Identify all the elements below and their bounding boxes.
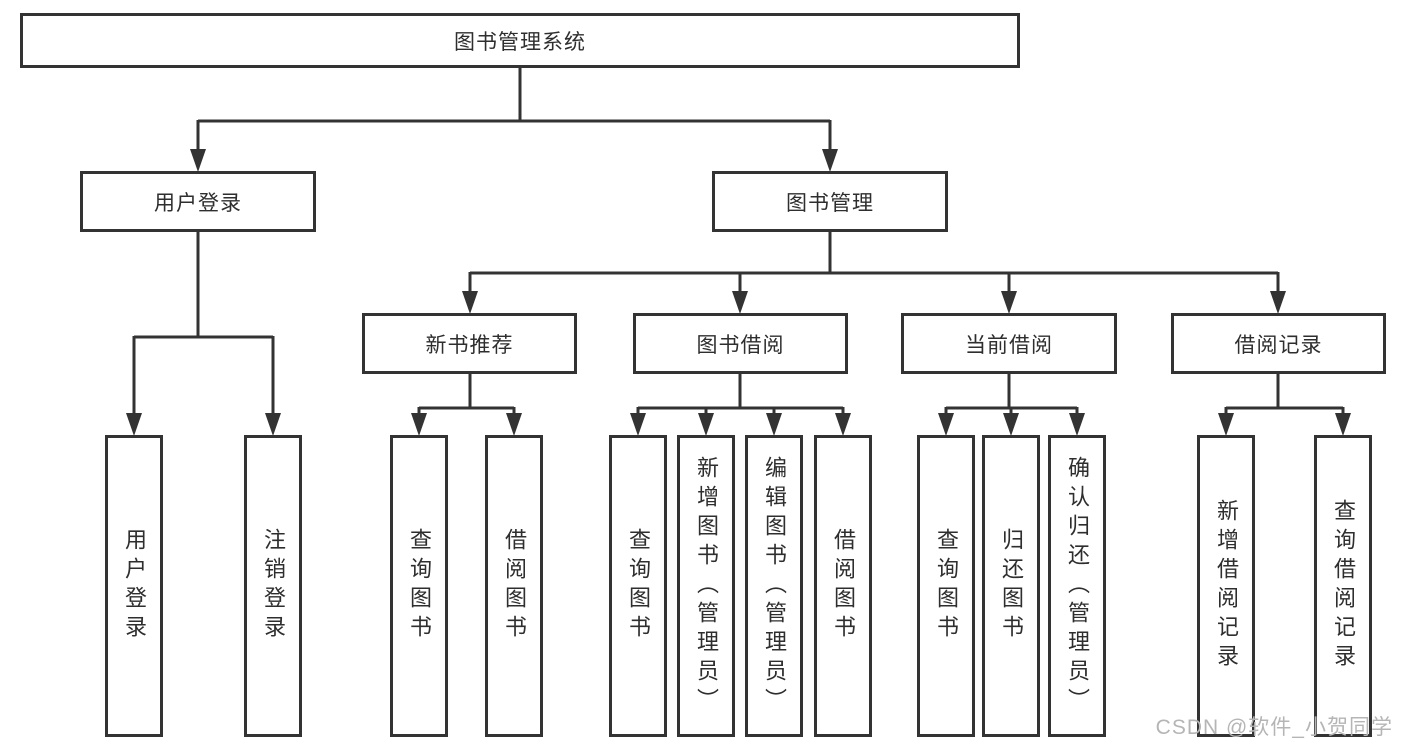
- leaf-query-books-3: 查询图书: [917, 435, 975, 737]
- node-library-management-system: 图书管理系统: [20, 13, 1020, 68]
- connector-current-borrowing: [944, 374, 1079, 418]
- leaf-label: 归还图书: [999, 528, 1024, 644]
- connector-root: [196, 68, 832, 152]
- arrowheads: [126, 149, 1351, 436]
- node-current-borrowing: 当前借阅: [901, 313, 1117, 374]
- leaf-return-books: 归还图书: [982, 435, 1040, 737]
- leaf-edit-books-admin: 编辑图书（管理员）: [745, 435, 803, 737]
- leaf-user-login: 用户登录: [105, 435, 163, 737]
- leaf-borrow-books-1: 借阅图书: [485, 435, 543, 737]
- leaf-label: 编辑图书（管理员）: [762, 455, 787, 717]
- leaf-label: 新增图书（管理员）: [694, 455, 719, 717]
- connector-book-borrowing: [636, 374, 845, 418]
- node-book-management: 图书管理: [712, 171, 948, 232]
- connector-user-login: [132, 232, 275, 418]
- leaf-label: 查询图书: [626, 528, 651, 644]
- leaf-label: 借阅图书: [502, 528, 527, 644]
- leaf-add-books-admin: 新增图书（管理员）: [677, 435, 735, 737]
- leaf-query-books-1: 查询图书: [390, 435, 448, 737]
- connector-borrowing-records: [1224, 374, 1345, 418]
- node-new-book-recommend: 新书推荐: [362, 313, 577, 374]
- leaf-query-books-2: 查询图书: [609, 435, 667, 737]
- leaf-label: 借阅图书: [831, 528, 856, 644]
- leaf-label: 确认归还（管理员）: [1065, 455, 1090, 717]
- leaf-label: 查询图书: [407, 528, 432, 644]
- leaf-label: 查询借阅记录: [1331, 499, 1356, 673]
- node-book-borrowing: 图书借阅: [633, 313, 848, 374]
- leaf-borrow-books-2: 借阅图书: [814, 435, 872, 737]
- connector-new-book-recommend: [417, 374, 516, 418]
- leaf-label: 用户登录: [122, 528, 147, 644]
- leaf-query-borrow-record: 查询借阅记录: [1314, 435, 1372, 737]
- leaf-label: 新增借阅记录: [1214, 499, 1239, 673]
- csdn-watermark: CSDN @软件_小贺同学: [1155, 716, 1393, 739]
- leaf-logout: 注销登录: [244, 435, 302, 737]
- leaf-confirm-return-admin: 确认归还（管理员）: [1048, 435, 1106, 737]
- leaf-label: 查询图书: [934, 528, 959, 644]
- leaf-label: 注销登录: [261, 528, 286, 644]
- connector-book-management: [468, 232, 1280, 295]
- node-borrowing-records: 借阅记录: [1171, 313, 1386, 374]
- leaf-add-borrow-record: 新增借阅记录: [1197, 435, 1255, 737]
- node-user-login: 用户登录: [80, 171, 316, 232]
